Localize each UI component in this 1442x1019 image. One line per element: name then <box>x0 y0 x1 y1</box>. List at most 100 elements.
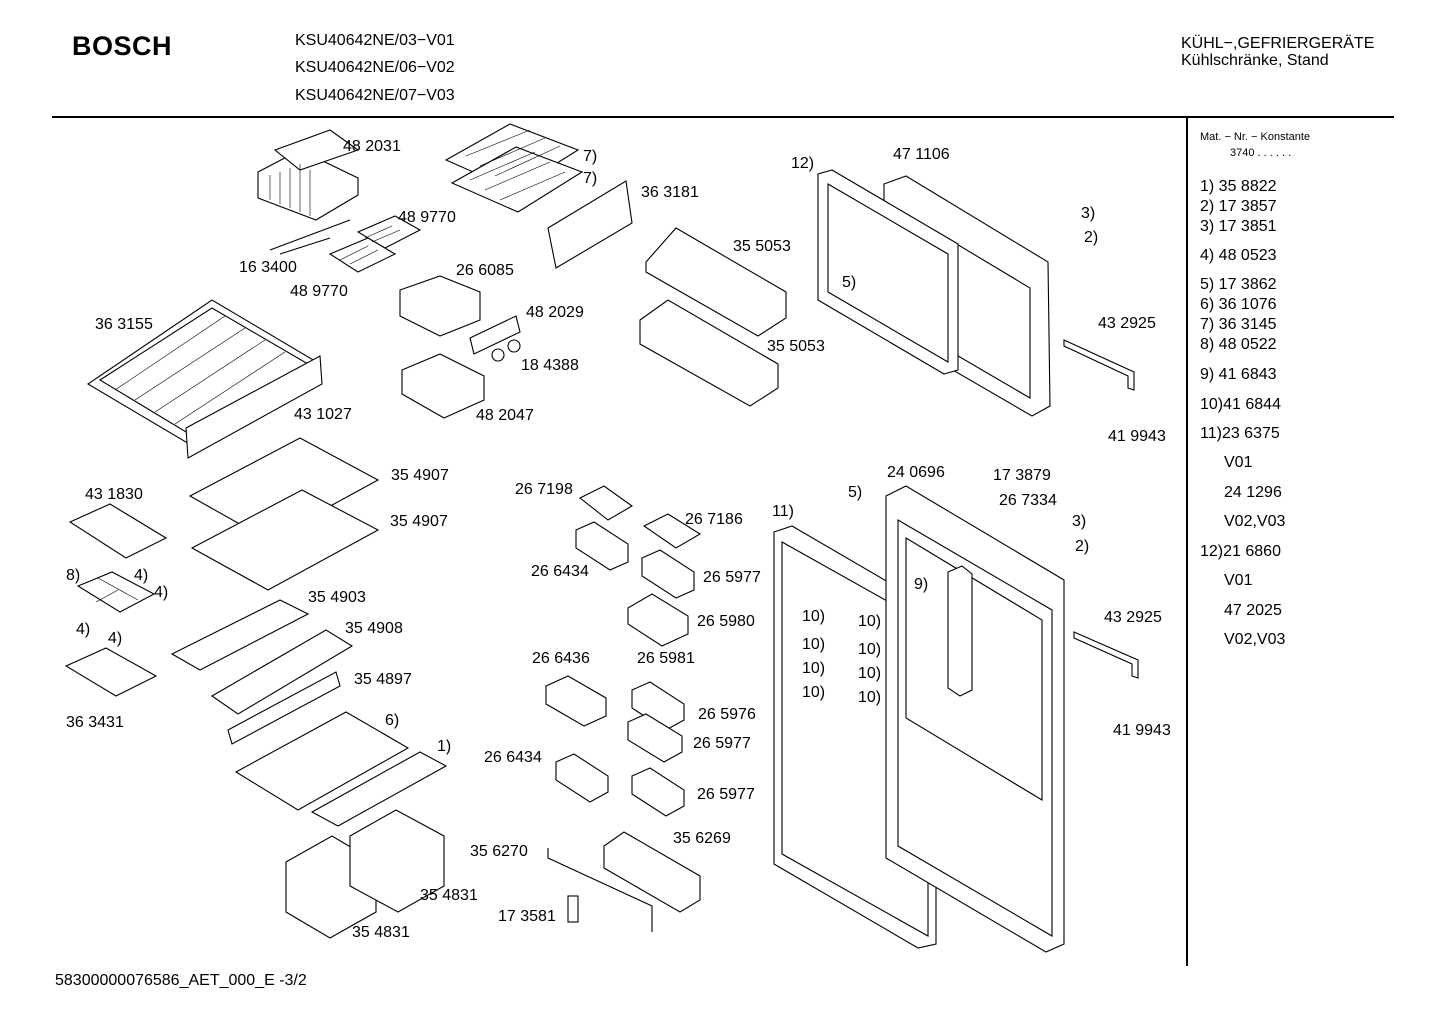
legend-item: V01 <box>1224 572 1253 589</box>
legend-item: 9) 41 6843 <box>1200 366 1277 383</box>
part-label: 26 6434 <box>531 563 589 580</box>
strip-part <box>227 671 341 745</box>
document-code: 58300000076586_AET_000_E -3/2 <box>55 972 307 989</box>
part-label: 48 2031 <box>343 138 401 155</box>
part-label: 26 6436 <box>532 650 590 667</box>
part-label: 11) <box>772 503 794 520</box>
part-label: 4) <box>108 630 123 647</box>
part-label: 12) <box>791 155 815 172</box>
legend-item: 5) 17 3862 <box>1200 276 1277 293</box>
legend-item: V02,V03 <box>1224 513 1286 530</box>
exploded-parts-drawing <box>64 123 1139 953</box>
part-label: 35 4897 <box>354 671 412 688</box>
cover-part <box>170 599 310 671</box>
part-label: 17 3879 <box>993 467 1051 484</box>
part-label: 2) <box>1075 538 1090 555</box>
bin-part <box>545 675 607 727</box>
model-number-3: KSU40642NE/07−V03 <box>295 87 455 104</box>
part-label: 26 5981 <box>637 650 695 667</box>
legend-item: 3) 17 3851 <box>1200 218 1277 235</box>
part-label: 10) <box>802 636 826 653</box>
legend-item: 2) 17 3857 <box>1200 198 1277 215</box>
category-title: KÜHL−,GEFRIERGERÄTE <box>1181 35 1375 52</box>
legend-item: 10)41 6844 <box>1200 396 1281 413</box>
legend-item: 7) 36 3145 <box>1200 316 1277 333</box>
part-label: 3) <box>1081 205 1096 222</box>
part-label: 43 2925 <box>1098 315 1156 332</box>
part-label: 26 6434 <box>484 749 542 766</box>
part-label: 35 4903 <box>308 589 366 606</box>
part-label: 4) <box>76 621 91 638</box>
door-bin-part <box>639 299 779 407</box>
door-handle-part <box>1063 339 1139 679</box>
part-label: 35 4907 <box>391 467 449 484</box>
part-label: 16 3400 <box>239 259 297 276</box>
legend-item: 11)23 6375 <box>1200 425 1280 442</box>
bin-part <box>631 767 685 817</box>
basket-part <box>76 571 156 613</box>
panel-part <box>547 180 633 269</box>
part-label: 5) <box>848 484 863 501</box>
bin-part <box>631 681 685 731</box>
part-label: 36 3181 <box>641 184 699 201</box>
part-label: 48 2047 <box>476 407 534 424</box>
part-label: 4) <box>134 567 149 584</box>
bin-part <box>641 549 695 599</box>
legend-item: 24 1296 <box>1224 484 1282 501</box>
egg-tray-part <box>642 513 702 549</box>
door-gasket-part <box>781 541 929 937</box>
legend-item: 4) 48 0523 <box>1200 247 1277 264</box>
part-label: 48 2029 <box>526 304 584 321</box>
category-subtitle: Kühlschränke, Stand <box>1181 52 1329 69</box>
part-label: 43 2925 <box>1104 609 1162 626</box>
part-label: 26 7334 <box>999 492 1057 509</box>
part-label: 41 9943 <box>1113 722 1171 739</box>
part-label: 36 3155 <box>95 316 153 333</box>
clip-part <box>567 895 579 923</box>
legend-item: V02,V03 <box>1224 631 1286 648</box>
legend-divider <box>1186 118 1188 966</box>
part-label: 26 6085 <box>456 262 514 279</box>
control-plate-part <box>469 315 521 355</box>
model-number-2: KSU40642NE/06−V02 <box>295 59 455 76</box>
part-label: 35 6270 <box>470 843 528 860</box>
strip-part <box>185 355 323 459</box>
part-label: 47 1106 <box>893 146 950 163</box>
part-label: 8) <box>66 567 81 584</box>
legend-item: 47 2025 <box>1224 602 1282 619</box>
part-label: 17 3581 <box>498 908 556 925</box>
door-bin-part <box>645 227 787 337</box>
part-label: 10) <box>858 613 882 630</box>
glass-shelf-part <box>190 489 380 591</box>
part-label: 26 5977 <box>697 786 755 803</box>
part-label: 35 5053 <box>733 238 791 255</box>
part-label: 2) <box>1084 229 1099 246</box>
legend-item: 12)21 6860 <box>1200 543 1281 560</box>
part-label: 10) <box>858 665 882 682</box>
part-label: 35 4831 <box>420 887 478 904</box>
part-label: 4) <box>154 584 169 601</box>
part-label: 5) <box>842 274 857 291</box>
egg-tray-part <box>578 485 634 521</box>
crisper-drawer-part <box>349 809 445 913</box>
upper-door-part <box>817 169 1051 417</box>
shelf-part <box>234 711 410 811</box>
part-label: 24 0696 <box>887 464 945 481</box>
ice-tray-part <box>269 215 422 273</box>
part-label: 26 5976 <box>698 706 756 723</box>
part-label: 43 1830 <box>85 486 143 503</box>
part-label: 10) <box>802 608 826 625</box>
part-label: 26 5977 <box>703 569 761 586</box>
part-label: 9) <box>914 576 929 593</box>
part-label: 36 3431 <box>66 714 124 731</box>
part-label: 10) <box>858 641 882 658</box>
part-label: 26 5977 <box>693 735 751 752</box>
legend-item: V01 <box>1224 454 1253 471</box>
part-label: 26 7186 <box>685 511 743 528</box>
part-label: 10) <box>802 660 826 677</box>
tray-part <box>68 503 168 559</box>
part-label: 7) <box>583 148 598 165</box>
part-label: 35 4908 <box>345 620 403 637</box>
legend-heading: Mat. − Nr. − Konstante <box>1200 131 1311 143</box>
bin-part <box>627 593 689 647</box>
